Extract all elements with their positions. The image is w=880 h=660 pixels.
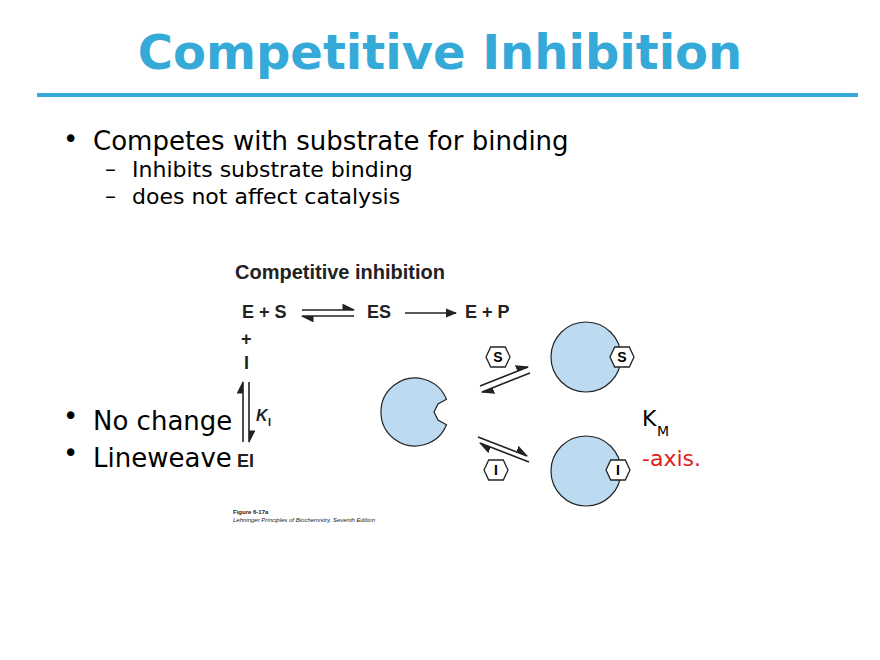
slide-title: Competitive Inhibition (138, 28, 743, 76)
bullet-text: No change (93, 408, 232, 434)
bullet-text: Lineweave (93, 445, 232, 471)
figure-source: Lehninger Principles of Biochemistry, Se… (233, 517, 375, 523)
bullet: • (63, 440, 78, 466)
title-rule (37, 93, 858, 97)
km-subscript: M (657, 424, 669, 438)
bullet-text: Competes with substrate for binding (93, 128, 569, 154)
ligand-letter: S (485, 346, 511, 368)
reaction-arrows (243, 310, 530, 462)
sub-bullet-text: Inhibits substrate binding (132, 159, 413, 181)
figure-heading: Competitive inhibition (235, 262, 445, 282)
constant-symbol: K (256, 408, 268, 424)
ligand-letter: I (605, 459, 631, 481)
km-symbol: K (642, 408, 656, 430)
inhibitor-hexagon: I (483, 459, 509, 481)
plus-sign: + (241, 330, 252, 348)
bullet: • (63, 126, 78, 152)
sub-bullet: – (105, 185, 116, 207)
reaction-species: E + P (465, 303, 510, 321)
bound-inhibitor-hexagon: I (605, 459, 631, 481)
reaction-species: EI (237, 452, 254, 470)
sub-bullet-text: does not affect catalysis (132, 186, 400, 208)
constant-subscript: I (268, 417, 271, 428)
ligand-letter: I (483, 459, 509, 481)
highlight-text: -axis. (642, 448, 701, 470)
substrate-hexagon: S (485, 346, 511, 368)
free-enzyme (381, 378, 447, 446)
ligand-letter: S (609, 346, 635, 368)
sub-bullet: – (105, 158, 116, 180)
figure-number: Figure 6-17a (233, 509, 268, 515)
reaction-species: I (244, 354, 249, 372)
reaction-species: ES (367, 303, 391, 321)
bound-substrate-hexagon: S (609, 346, 635, 368)
bullet: • (63, 403, 78, 429)
reaction-species: E + S (242, 303, 287, 321)
